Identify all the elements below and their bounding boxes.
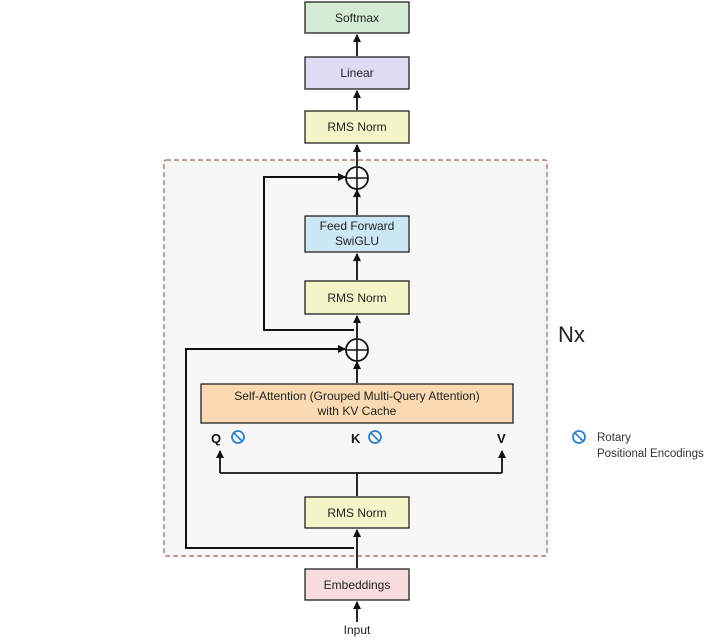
feed-forward-block: Feed Forward SwiGLU	[304, 215, 410, 253]
softmax-block: Softmax	[304, 1, 410, 34]
v-label: V	[497, 431, 506, 446]
ffn-rms-norm-label: RMS Norm	[327, 291, 386, 305]
k-input: K	[351, 430, 382, 446]
linear-label: Linear	[340, 66, 373, 80]
rotary-icon	[231, 430, 245, 444]
q-input: Q	[211, 430, 245, 446]
final-rms-norm-label: RMS Norm	[327, 120, 386, 134]
rotary-legend-line2: Positional Encodings	[597, 448, 704, 460]
feed-forward-label-line2: SwiGLU	[335, 234, 379, 248]
self-attention-label-line2: with KV Cache	[317, 404, 397, 418]
rotary-icon	[572, 430, 586, 444]
embeddings-block: Embeddings	[304, 568, 410, 601]
softmax-label: Softmax	[335, 11, 379, 25]
embeddings-label: Embeddings	[324, 578, 391, 592]
attention-rms-norm-block: RMS Norm	[304, 496, 410, 529]
linear-block: Linear	[304, 56, 410, 90]
final-rms-norm-block: RMS Norm	[304, 110, 410, 144]
rotary-legend-line1: Rotary	[597, 432, 631, 444]
residual-connection-attention	[185, 345, 354, 549]
self-attention-label-line1: Self-Attention (Grouped Multi-Query Atte…	[234, 389, 479, 403]
rotary-icon	[368, 430, 382, 444]
k-label: K	[351, 431, 361, 446]
rotary-legend: Rotary Positional Encodings	[572, 430, 704, 460]
q-label: Q	[211, 431, 221, 446]
ffn-add-node	[345, 166, 369, 190]
residual-connection-ffn	[263, 173, 354, 331]
feed-forward-label-line1: Feed Forward	[320, 219, 395, 233]
repeat-count-label: Nx	[558, 322, 585, 347]
v-input: V	[497, 431, 506, 446]
input-label: Input	[344, 623, 371, 637]
attention-rms-norm-label: RMS Norm	[327, 506, 386, 520]
ffn-rms-norm-block: RMS Norm	[304, 280, 410, 315]
self-attention-block: Self-Attention (Grouped Multi-Query Atte…	[200, 383, 514, 424]
attention-add-node	[345, 338, 369, 362]
